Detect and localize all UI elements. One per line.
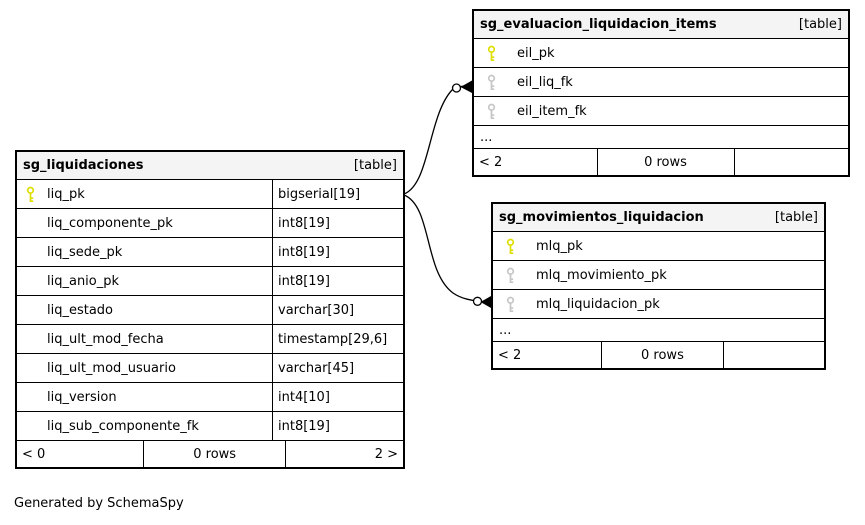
table-sg-movimientos-liquidacion[interactable]: sg_movimientos_liquidacion [table] mlq_p… [491, 202, 826, 370]
primary-key-icon [486, 45, 517, 62]
table-title[interactable]: sg_movimientos_liquidacion [499, 210, 704, 225]
table-tag: [table] [798, 17, 842, 32]
column-name: liq_ult_mod_fecha [47, 331, 164, 347]
foreign-key-icon [505, 267, 536, 284]
footer-parents-count: < 0 [22, 446, 46, 462]
column-type: bigserial[19] [272, 180, 403, 208]
column-name-cell: eil_item_fk [474, 97, 848, 125]
column-name: mlq_liquidacion_pk [536, 296, 660, 312]
column-name-cell: mlq_liquidacion_pk [493, 290, 824, 318]
table-row: liq_pk bigserial[19] [17, 180, 403, 209]
column-name: liq_estado [47, 302, 114, 318]
column-name: liq_componente_pk [47, 215, 173, 231]
table-tag: [table] [353, 158, 397, 173]
more-columns-ellipsis: ... [474, 126, 848, 149]
column-type: varchar[45] [272, 354, 403, 382]
footer-row-count: 0 rows [596, 149, 735, 175]
generated-by-note: Generated by SchemaSpy [14, 496, 184, 511]
column-name-cell: eil_pk [474, 39, 848, 67]
table-sg-evaluacion-liquidacion-items[interactable]: sg_evaluacion_liquidacion_items [table] … [472, 9, 850, 177]
table-row: mlq_liquidacion_pk [493, 290, 824, 319]
column-type: timestamp[29,6] [272, 325, 403, 353]
column-type: int8[19] [272, 209, 403, 237]
table-row: liq_sede_pk int8[19] [17, 238, 403, 267]
table-row: eil_liq_fk [474, 68, 848, 97]
column-name-cell: liq_componente_pk [17, 209, 272, 237]
edge-arrowhead-icon [480, 296, 491, 308]
table-row: liq_sub_componente_fk int8[19] [17, 412, 403, 441]
column-name: mlq_movimiento_pk [536, 267, 667, 283]
table-row: liq_componente_pk int8[19] [17, 209, 403, 238]
column-name-cell: mlq_pk [493, 232, 824, 260]
column-type: int4[10] [272, 383, 403, 411]
foreign-key-icon [505, 296, 536, 313]
column-type: int8[19] [272, 238, 403, 266]
more-columns-ellipsis: ... [493, 319, 824, 342]
table-row: liq_ult_mod_fecha timestamp[29,6] [17, 325, 403, 354]
column-name: liq_sub_componente_fk [47, 418, 199, 434]
column-type: int8[19] [272, 412, 403, 440]
edge-liq-pk-to-eil-liq-fk [403, 85, 473, 195]
table-footer: < 2 0 rows [474, 149, 848, 175]
table-row: eil_item_fk [474, 97, 848, 126]
column-name-cell: liq_sub_componente_fk [17, 412, 272, 440]
footer-parents-count: < 2 [498, 347, 522, 363]
table-row: mlq_movimiento_pk [493, 261, 824, 290]
edge-arrowhead-icon [460, 80, 472, 93]
footer-row-count: 0 rows [143, 441, 286, 467]
foreign-key-icon [486, 74, 517, 91]
column-name: liq_sede_pk [47, 244, 123, 260]
column-name-cell: liq_ult_mod_fecha [17, 325, 272, 353]
footer-children-count [735, 149, 849, 175]
table-title[interactable]: sg_liquidaciones [23, 158, 144, 173]
table-row: liq_ult_mod_usuario varchar[45] [17, 354, 403, 383]
table-header[interactable]: sg_movimientos_liquidacion [table] [493, 204, 824, 232]
table-row: eil_pk [474, 39, 848, 68]
foreign-key-icon [486, 103, 517, 120]
column-name: liq_ult_mod_usuario [47, 360, 176, 376]
column-name: eil_liq_fk [517, 74, 573, 90]
column-name: mlq_pk [536, 238, 583, 254]
column-name-cell: liq_sede_pk [17, 238, 272, 266]
column-name-cell: liq_estado [17, 296, 272, 324]
table-footer: < 0 0 rows 2 > [17, 441, 403, 467]
column-name: liq_anio_pk [47, 273, 120, 289]
column-name-cell: eil_liq_fk [474, 68, 848, 96]
table-tag: [table] [774, 210, 818, 225]
table-row: liq_anio_pk int8[19] [17, 267, 403, 296]
table-row: liq_version int4[10] [17, 383, 403, 412]
footer-row-count: 0 rows [601, 342, 724, 368]
column-name: liq_version [47, 389, 117, 405]
edge-open-dot-icon [451, 83, 462, 93]
column-name-cell: liq_ult_mod_usuario [17, 354, 272, 382]
column-name: eil_pk [517, 45, 555, 61]
edge-open-dot-icon [472, 296, 483, 306]
table-row: mlq_pk [493, 232, 824, 261]
footer-children-count [724, 342, 824, 368]
footer-children-count: 2 > [374, 446, 398, 462]
column-type: varchar[30] [272, 296, 403, 324]
edge-liq-pk-to-mlq-liquidacion-pk [403, 194, 492, 303]
column-name: liq_pk [47, 186, 85, 202]
column-name-cell: liq_pk [17, 180, 272, 208]
table-row: liq_estado varchar[30] [17, 296, 403, 325]
column-name: eil_item_fk [517, 103, 587, 119]
table-title[interactable]: sg_evaluacion_liquidacion_items [480, 17, 717, 32]
column-type: int8[19] [272, 267, 403, 295]
footer-parents-count: < 2 [479, 154, 503, 170]
primary-key-icon [25, 186, 47, 203]
primary-key-icon [505, 238, 536, 255]
table-header[interactable]: sg_evaluacion_liquidacion_items [table] [474, 11, 848, 39]
table-sg-liquidaciones[interactable]: sg_liquidaciones [table] liq_pk bigseria… [15, 150, 405, 469]
column-name-cell: mlq_movimiento_pk [493, 261, 824, 289]
table-footer: < 2 0 rows [493, 342, 824, 368]
table-header[interactable]: sg_liquidaciones [table] [17, 152, 403, 180]
column-name-cell: liq_version [17, 383, 272, 411]
column-name-cell: liq_anio_pk [17, 267, 272, 295]
